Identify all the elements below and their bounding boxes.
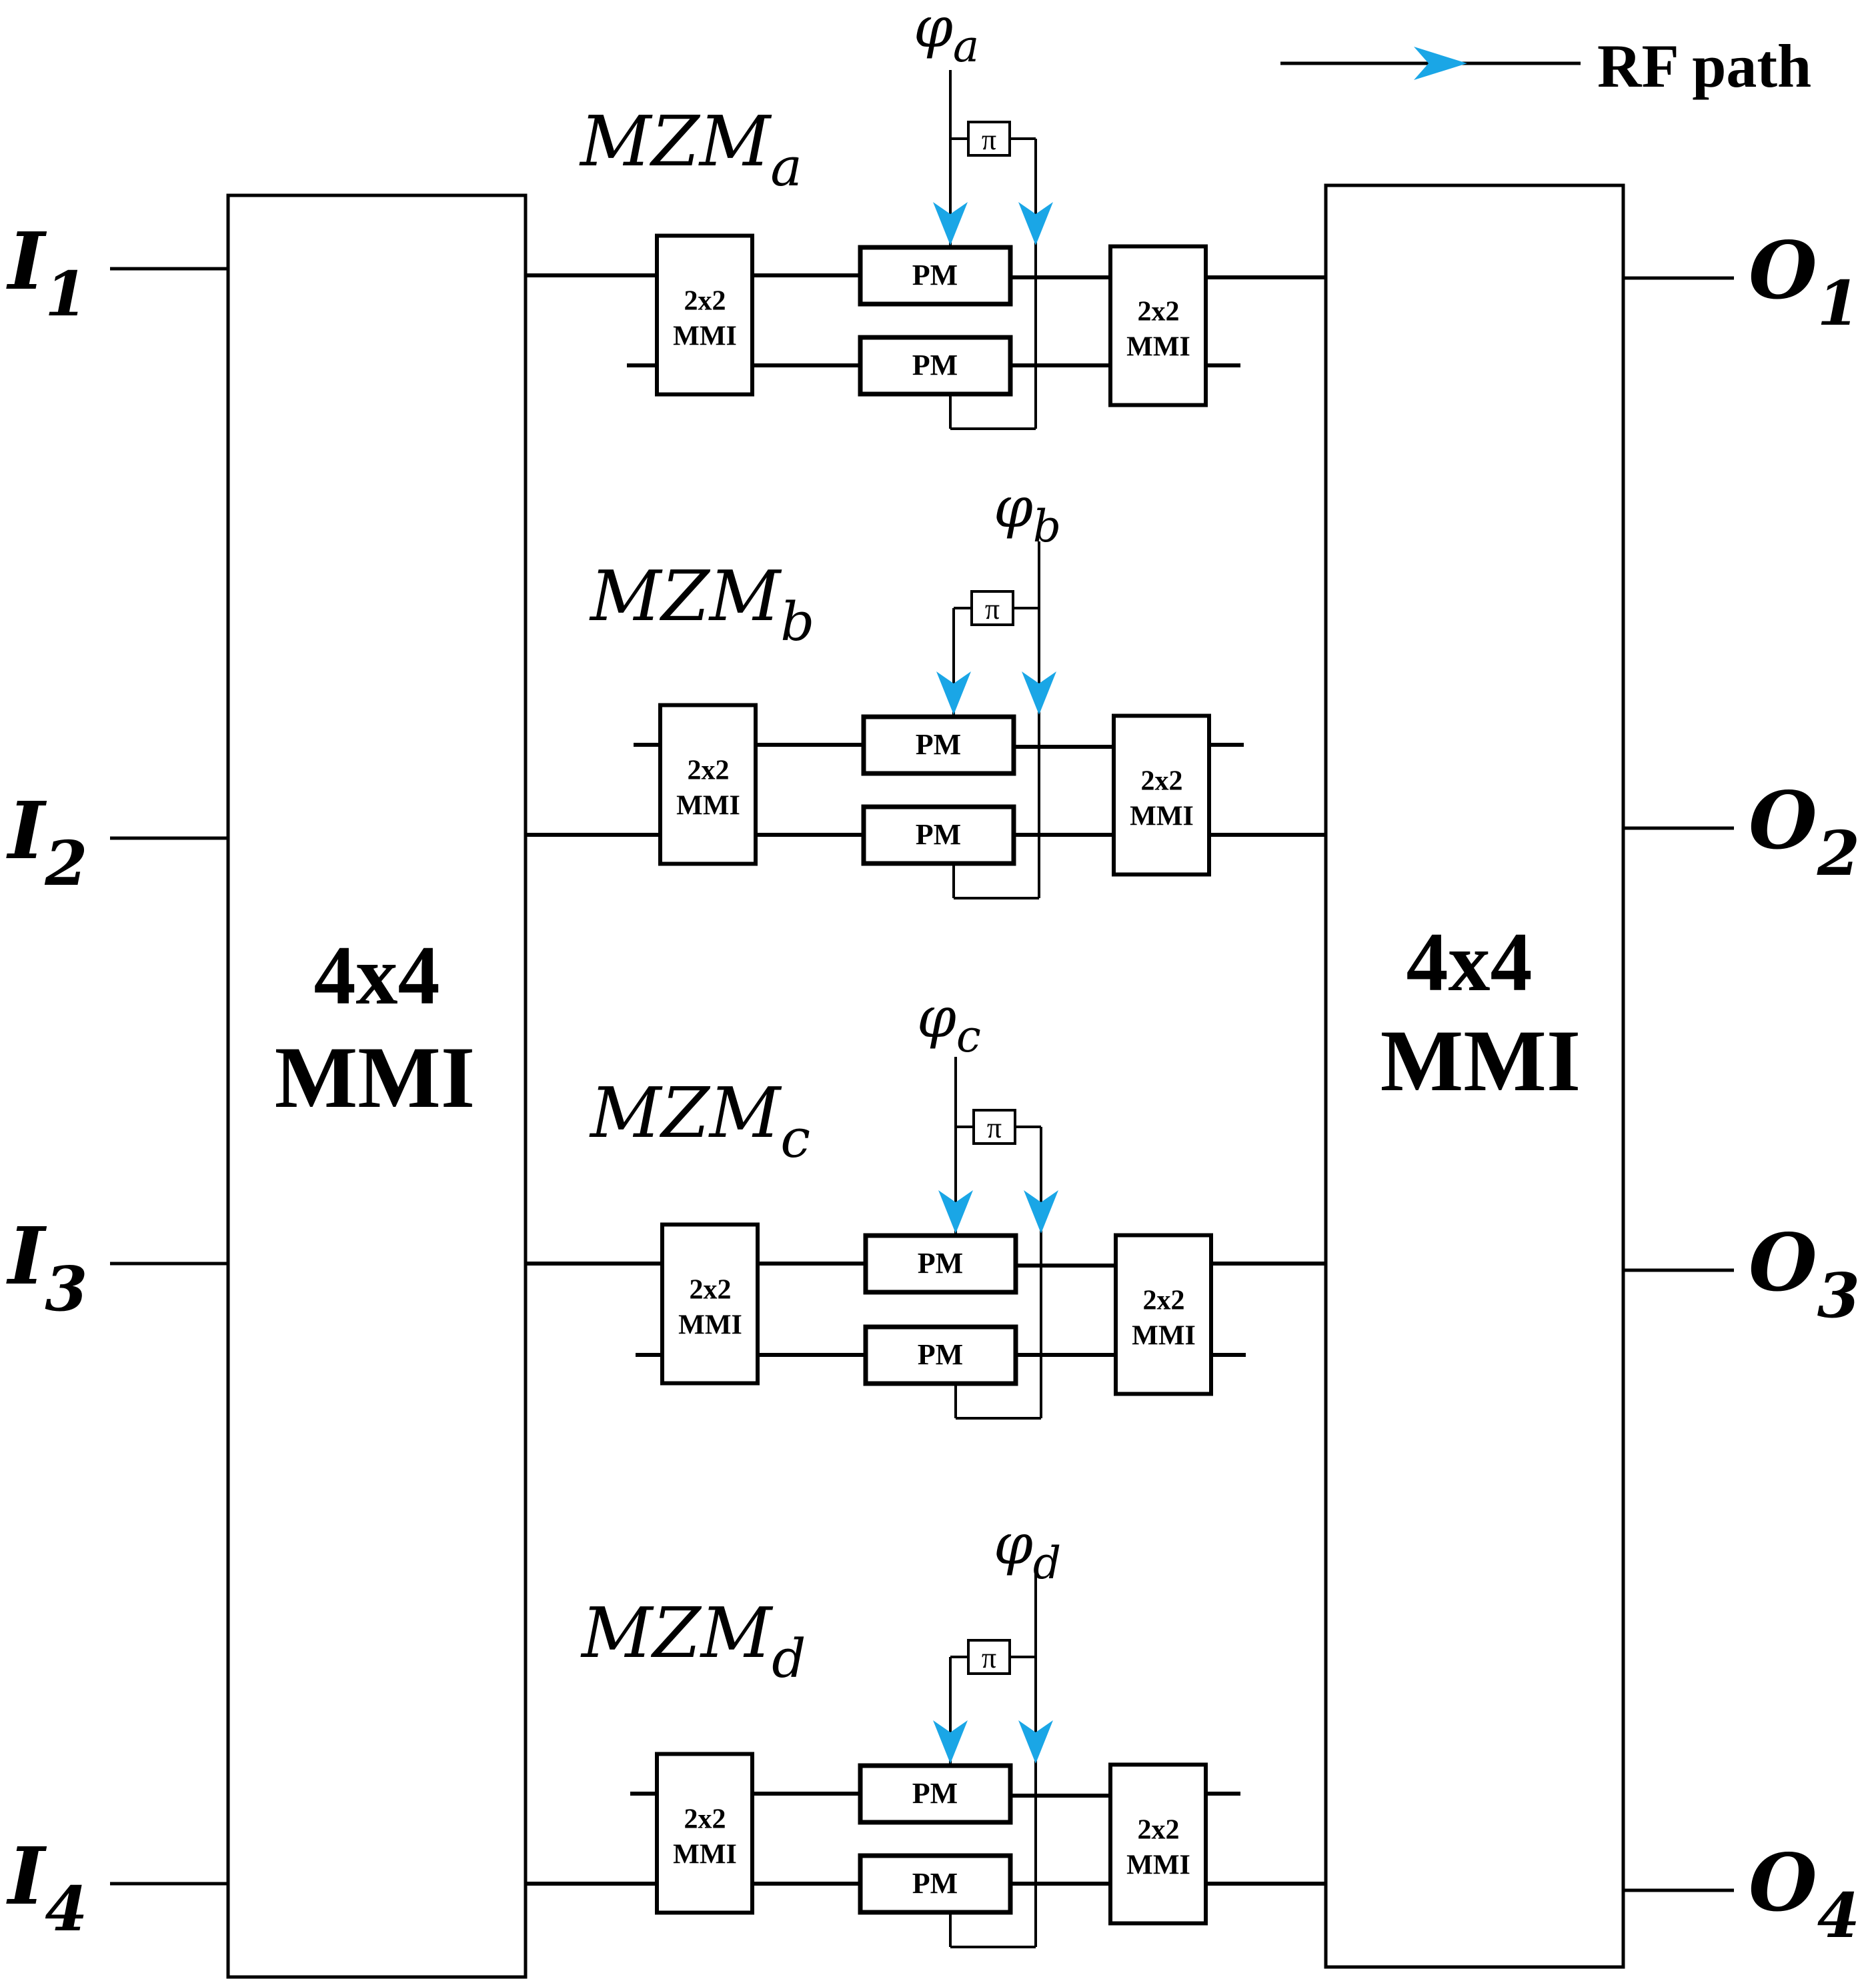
input-label-3: I3 — [6, 1210, 87, 1325]
phase-label: φb — [994, 475, 1061, 552]
pi-shifter-label: π — [982, 123, 996, 156]
2x2-mmi-left-label1: 2x2 — [690, 1275, 732, 1306]
rf-arrow-b — [1022, 671, 1056, 715]
right-4x4-label: 4x4 — [1406, 916, 1533, 1009]
right-4x4-mmi-block — [1324, 183, 1625, 1969]
phase-label: φc — [917, 985, 981, 1062]
pi-shifter-label: π — [985, 593, 1000, 625]
2x2-mmi-right-label2: MMI — [1126, 1850, 1190, 1881]
mzm-group: 2x2MMI2x2MMIPMPMπMZMaφa2x2MMI2x2MMIPMPMπ… — [526, 0, 1326, 1948]
2x2-mmi-left — [655, 1752, 754, 1915]
pi-shifter-label: π — [982, 1642, 996, 1674]
rf-arrow-a — [933, 202, 968, 245]
2x2-mmi-left-label2: MMI — [673, 321, 737, 352]
phase-label: φd — [994, 1512, 1061, 1589]
2x2-mmi-left-label1: 2x2 — [684, 1804, 726, 1835]
legend-label: RF path — [1597, 32, 1811, 100]
2x2-mmi-left-label1: 2x2 — [688, 755, 730, 786]
2x2-mmi-left — [655, 233, 754, 397]
output-label-2: O2 — [1749, 774, 1860, 889]
phase-modulator-bottom — [858, 335, 1013, 397]
rf-arrow-a — [938, 1190, 973, 1234]
phase-modulator-top-label: PM — [912, 259, 958, 291]
phase-label: φa — [914, 0, 979, 72]
input-label-2: I2 — [6, 784, 87, 899]
left-mmi-label: MMI — [275, 1028, 476, 1126]
phase-modulator-bottom-label: PM — [912, 349, 958, 381]
phase-modulator-top — [858, 1763, 1013, 1825]
phase-modulator-top-label: PM — [912, 1777, 958, 1810]
2x2-mmi-right — [1108, 244, 1208, 407]
2x2-mmi-right-label1: 2x2 — [1143, 1286, 1185, 1316]
2x2-mmi-left-label2: MMI — [676, 791, 740, 821]
rf-arrow-b — [1018, 202, 1053, 245]
phase-modulator-bottom-label: PM — [918, 1338, 963, 1371]
2x2-mmi-right — [1114, 1233, 1213, 1396]
phase-modulator-bottom — [858, 1853, 1013, 1915]
mzm-label: MZMc — [589, 1072, 810, 1170]
2x2-mmi-left-label2: MMI — [673, 1840, 737, 1870]
2x2-mmi-right-label2: MMI — [1132, 1321, 1196, 1352]
2x2-mmi-right-label2: MMI — [1126, 332, 1190, 363]
input-label-1: I1 — [6, 215, 87, 330]
2x2-mmi-right-label1: 2x2 — [1138, 1815, 1180, 1846]
phase-modulator-bottom-label: PM — [912, 1867, 958, 1900]
rf-arrow-b — [1024, 1190, 1058, 1234]
2x2-mmi-right-label2: MMI — [1130, 801, 1194, 832]
2x2-mmi-right — [1108, 1762, 1208, 1926]
phase-modulator-top-label: PM — [918, 1247, 963, 1280]
phase-modulator-top — [858, 245, 1013, 307]
output-label-4: O4 — [1749, 1836, 1860, 1952]
2x2-mmi-right-label1: 2x2 — [1141, 766, 1183, 797]
mzm-label: MZMd — [580, 1592, 806, 1690]
right-mmi-label: MMI — [1380, 1012, 1581, 1110]
pi-shifter-label: π — [987, 1112, 1002, 1144]
mzm-label: MZMa — [579, 101, 802, 198]
phase-modulator-bottom — [863, 1324, 1018, 1386]
2x2-mmi-left-label1: 2x2 — [684, 286, 726, 317]
rf-arrow-a — [936, 671, 971, 715]
2x2-mmi-left-label2: MMI — [678, 1310, 742, 1341]
left-4x4-mmi-block — [226, 193, 528, 1979]
left-4x4-label: 4x4 — [314, 929, 440, 1022]
mzm-label: MZMb — [589, 555, 814, 653]
phase-modulator-top-label: PM — [916, 728, 961, 761]
2x2-mmi-left — [660, 1222, 760, 1386]
output-label-3: O3 — [1749, 1216, 1860, 1332]
phase-modulator-bottom-label: PM — [916, 818, 961, 851]
2x2-mmi-right — [1112, 713, 1211, 877]
pi-shifter-box — [970, 590, 1014, 626]
phase-modulator-bottom — [861, 804, 1016, 866]
rf-arrow-b — [1018, 1720, 1053, 1764]
rf-arrow-a — [933, 1720, 968, 1764]
legend-rf-arrow — [1414, 47, 1467, 80]
2x2-mmi-right-label1: 2x2 — [1138, 297, 1180, 327]
input-label-4: I4 — [6, 1830, 87, 1945]
phase-modulator-top — [861, 714, 1016, 776]
output-label-1: O1 — [1749, 224, 1860, 339]
legend: RF path — [1280, 32, 1811, 100]
pi-shifter-box — [967, 1639, 1011, 1675]
2x2-mmi-left — [658, 703, 758, 866]
phase-modulator-top — [863, 1233, 1018, 1295]
